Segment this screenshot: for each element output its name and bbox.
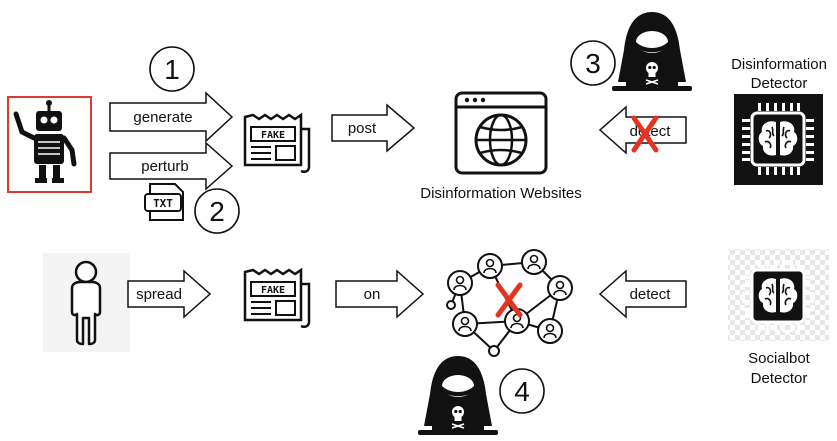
step-2-number: 2 — [209, 196, 225, 227]
social-network-icon — [446, 249, 573, 357]
hacker-icon — [611, 11, 693, 92]
brain-chip-icon — [734, 94, 823, 185]
fake-label: FAKE — [261, 130, 285, 141]
disinfo-detector-caption-line1: Disinformation — [731, 56, 827, 73]
brain-chip-icon — [728, 249, 829, 341]
detect-arrow-bottom: detect — [598, 269, 687, 319]
post-label: post — [348, 120, 377, 137]
step-3-number: 3 — [585, 48, 601, 79]
detect-label-bottom: detect — [630, 286, 672, 303]
cross-mark-icon — [631, 115, 659, 153]
on-label: on — [364, 286, 381, 303]
fake-news-icon: FAKE — [243, 113, 311, 174]
step-1-badge: 1 — [149, 46, 195, 92]
step-1-number: 1 — [164, 54, 180, 85]
generate-arrow: generate — [109, 91, 234, 143]
socialbot-detector-caption-line1: Socialbot — [748, 350, 811, 367]
txt-file-icon: TXT — [144, 183, 184, 221]
cross-mark-icon — [495, 282, 523, 318]
fake-label: FAKE — [261, 285, 285, 296]
person-icon — [43, 253, 130, 352]
robot-icon — [7, 96, 92, 193]
step-4-number: 4 — [514, 376, 530, 407]
txt-label: TXT — [153, 197, 173, 210]
step-4-badge: 4 — [499, 368, 545, 414]
perturb-label: perturb — [141, 158, 189, 175]
fake-news-icon: FAKE — [243, 268, 311, 329]
on-arrow: on — [335, 269, 425, 319]
hacker-icon — [417, 355, 499, 436]
perturb-arrow: perturb — [109, 141, 234, 191]
spread-arrow: spread — [127, 269, 212, 319]
generate-label: generate — [133, 109, 192, 126]
website-globe-icon — [454, 91, 548, 175]
socialbot-detector-caption-line2: Detector — [751, 370, 808, 387]
post-arrow: post — [331, 103, 416, 153]
step-3-badge: 3 — [570, 40, 616, 86]
spread-label: spread — [136, 286, 182, 303]
step-2-badge: 2 — [194, 188, 240, 234]
disinfo-detector-caption-line2: Detector — [751, 75, 808, 92]
websites-caption: Disinformation Websites — [420, 185, 581, 202]
